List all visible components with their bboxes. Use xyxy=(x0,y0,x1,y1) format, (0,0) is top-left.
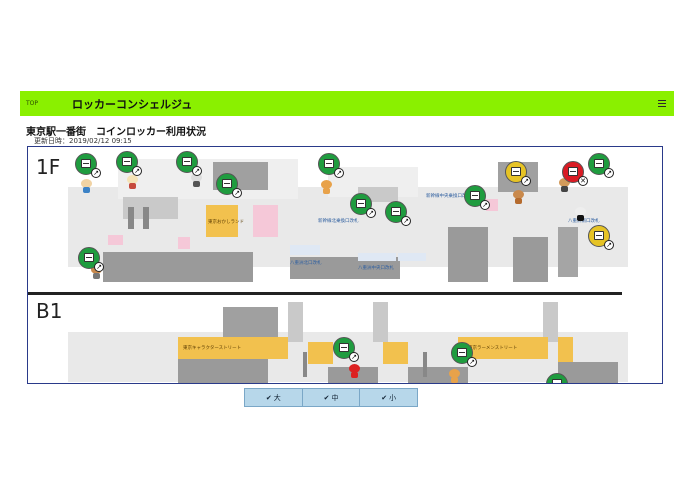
map-label-shinkansen-central: 新幹線中央乗換口改札 xyxy=(426,192,471,199)
app-header: TOP ロッカーコンシェルジュ xyxy=(20,91,674,116)
mascot-icon xyxy=(320,180,333,194)
locker-map: 八重洲北口改札 新幹線北乗換口改札 八重洲中央口改札 新幹線中央乗換口改札 八重… xyxy=(27,146,663,384)
locker-marker-1f[interactable]: ↗ xyxy=(505,161,531,186)
mascot-icon xyxy=(348,364,361,378)
size-large-button[interactable]: ✔大 xyxy=(245,389,303,406)
locker-marker-1f[interactable]: ↗ xyxy=(176,151,202,176)
mascot-icon xyxy=(448,369,461,383)
map-label-character-street: 東京キャラクターストリート xyxy=(183,344,241,351)
mascot-icon xyxy=(126,175,139,189)
locker-marker-1f[interactable]: ↗ xyxy=(318,153,344,178)
mascot-icon xyxy=(558,178,571,192)
check-icon: ✔ xyxy=(323,393,330,402)
locker-marker-1f[interactable]: ↗ xyxy=(385,201,411,226)
locker-marker-1f[interactable]: ↗ xyxy=(588,153,614,178)
app-title: ロッカーコンシェルジュ xyxy=(72,97,193,111)
check-icon: ✔ xyxy=(265,393,272,402)
locker-marker-1f[interactable]: ↗ xyxy=(350,193,376,218)
size-filter: ✔大 ✔中 ✔小 xyxy=(244,388,418,407)
locker-marker-b1[interactable]: ↗ xyxy=(451,342,477,367)
floor-plan xyxy=(68,159,628,383)
size-medium-button[interactable]: ✔中 xyxy=(302,389,361,406)
map-label-yaesu-north-1f: 八重洲北口改札 xyxy=(290,259,322,266)
floor-divider xyxy=(28,292,622,295)
mascot-icon xyxy=(512,190,525,204)
map-labels: 八重洲北口改札 新幹線北乗換口改札 八重洲中央口改札 新幹線中央乗換口改札 八重… xyxy=(183,192,600,351)
locker-marker-1f[interactable]: ↗ xyxy=(464,185,490,210)
floor-label-b1: B1 xyxy=(36,299,63,323)
locker-marker-1f[interactable]: ✕ xyxy=(562,161,588,186)
locker-marker-b1[interactable]: ↗ xyxy=(546,373,568,383)
top-link[interactable]: TOP xyxy=(26,100,39,107)
check-icon: ✔ xyxy=(381,393,388,402)
mascot-icon xyxy=(190,173,203,187)
map-label-yaesu-south: 八重洲南口改札 xyxy=(568,217,600,224)
updated-timestamp: 更新日時：2019/02/12 09:15 xyxy=(34,137,132,145)
locker-marker-b1[interactable]: ↗ xyxy=(333,337,359,362)
locker-marker-1f[interactable]: ↗ xyxy=(116,151,142,176)
locker-marker-1f[interactable]: ↗ xyxy=(78,247,104,272)
map-label-shinkansen-north: 新幹線北乗換口改札 xyxy=(318,217,359,224)
mascot-icon xyxy=(80,179,93,193)
size-small-button[interactable]: ✔小 xyxy=(360,389,418,406)
map-label-okashi-land: 東京おかしランド xyxy=(208,218,244,225)
mascot-icon xyxy=(574,207,587,221)
floor-label-1f: 1F xyxy=(36,155,61,179)
locker-marker-1f[interactable]: ↗ xyxy=(75,153,101,178)
map-label-yaesu-central: 八重洲中央口改札 xyxy=(358,264,394,271)
hamburger-icon[interactable] xyxy=(658,100,666,107)
locker-marker-1f[interactable]: ↗ xyxy=(588,225,614,250)
page-title: 東京駅一番街 コインロッカー利用状況 xyxy=(26,127,206,138)
locker-marker-1f[interactable]: ↗ xyxy=(216,173,242,198)
map-label-ramen-street: 東京ラーメンストリート xyxy=(468,344,517,351)
